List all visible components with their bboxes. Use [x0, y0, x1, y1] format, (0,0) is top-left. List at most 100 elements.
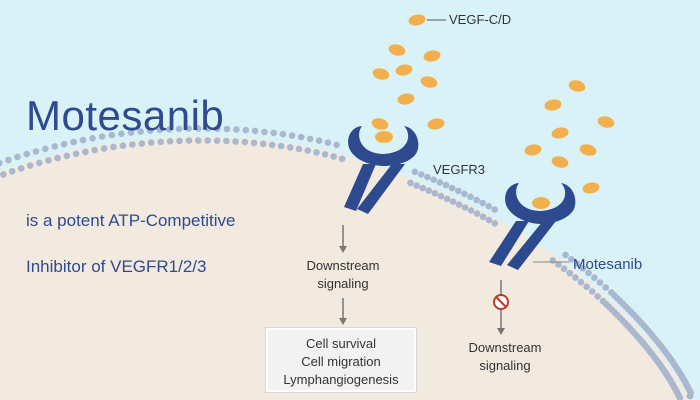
membrane-dot	[425, 187, 433, 194]
membrane-dot	[79, 136, 87, 144]
membrane-dot	[330, 153, 337, 160]
membrane-dot	[70, 138, 77, 146]
membrane-dot	[250, 139, 258, 147]
membrane-dot	[72, 150, 80, 158]
membrane-dot	[175, 125, 183, 133]
membrane-dot	[686, 392, 694, 400]
membrane-dot	[138, 140, 146, 147]
membrane-dot	[467, 193, 474, 201]
inhibition-icon	[493, 294, 509, 310]
membrane-dot	[98, 133, 106, 140]
membrane-dot	[579, 265, 587, 272]
membrane-dot	[195, 137, 202, 144]
ligand-molecule	[397, 93, 415, 105]
ligand-molecule	[371, 118, 389, 130]
membrane-dot	[461, 190, 468, 198]
ligand-molecule	[408, 14, 426, 26]
membrane-dot	[127, 129, 135, 136]
membrane-dot	[588, 288, 596, 295]
membrane-dot	[479, 199, 486, 207]
membrane-dot	[223, 125, 231, 133]
membrane-dot	[185, 137, 193, 144]
membrane-dot	[430, 176, 437, 183]
ligand-molecule	[582, 182, 600, 194]
ligand-molecule	[551, 156, 569, 168]
membrane-dot	[166, 138, 174, 145]
membrane-dot	[431, 190, 439, 197]
downstream-right: Downstream signaling	[450, 339, 560, 375]
membrane-dot	[591, 274, 598, 282]
membrane-dot	[485, 202, 493, 210]
membrane-dot	[485, 216, 493, 224]
membrane-dot	[261, 128, 268, 136]
membrane-dot	[461, 204, 469, 211]
membrane-dot	[36, 159, 43, 167]
membrane-dot	[17, 165, 25, 172]
membrane-dot	[213, 137, 221, 144]
ligand-group	[371, 14, 615, 194]
membrane-dot	[223, 137, 230, 145]
membrane-dot	[424, 173, 431, 181]
ligand-molecule	[395, 64, 413, 76]
membrane-dot	[572, 274, 579, 281]
membrane-dot	[157, 138, 164, 146]
bound-ligand-left	[375, 131, 393, 143]
membrane-dot	[455, 187, 462, 195]
membrane-dot	[577, 278, 585, 286]
outcome-item: Lymphangiogenesis	[283, 372, 399, 387]
membrane-dot	[60, 140, 68, 148]
downstream-right-line-2: signaling	[479, 358, 531, 373]
membrane-dot	[279, 130, 287, 138]
outcome-item: Cell survival	[305, 336, 377, 351]
membrane-dot	[156, 126, 164, 134]
membrane-dot	[306, 135, 314, 143]
membrane-dot	[204, 137, 211, 144]
membrane-dot	[241, 138, 249, 146]
ligand-molecule	[427, 118, 445, 130]
membrane-dot	[321, 151, 329, 158]
membrane-dot	[214, 125, 221, 132]
membrane-dot	[233, 126, 240, 133]
vegfr3-receptor-right	[489, 183, 576, 270]
ligand-molecule	[524, 144, 542, 156]
membrane-dot	[676, 394, 684, 400]
membrane-outer-layer	[0, 125, 694, 400]
membrane-dot	[568, 255, 575, 263]
ligand-molecule	[420, 76, 438, 88]
membrane-dot	[313, 149, 320, 156]
membrane-dot	[23, 150, 31, 158]
downstream-left-line-2: signaling	[317, 276, 369, 291]
membrane-dot	[583, 283, 590, 291]
subtitle-line-1: is a potent ATP-Competitive	[26, 211, 236, 230]
membrane-dot	[110, 143, 117, 151]
membrane-dot	[185, 125, 192, 132]
membrane-dot	[146, 127, 154, 134]
membrane-dot	[166, 126, 173, 133]
membrane-dot	[45, 157, 52, 164]
ligand-label: VEGF-C/D	[449, 12, 512, 27]
membrane-dot	[63, 152, 71, 160]
outcome-box: Cell survival Cell migration Lymphangiog…	[266, 328, 416, 392]
membrane-dot	[51, 143, 58, 150]
membrane-dot	[297, 133, 305, 141]
down-arrow-icon	[339, 298, 347, 325]
membrane-dot	[566, 269, 574, 277]
membrane-dot	[419, 184, 427, 192]
membrane-dot	[491, 206, 499, 213]
membrane-inner-layer	[0, 137, 694, 400]
ligand-molecule	[544, 99, 562, 111]
membrane-dot	[277, 142, 285, 150]
membrane-dot	[176, 137, 183, 145]
membrane-dot	[89, 135, 96, 142]
membrane-dot	[437, 192, 445, 200]
membrane-dot	[602, 284, 609, 291]
membrane-dot	[442, 181, 450, 189]
membrane-dot	[268, 141, 276, 149]
membrane-dot	[204, 125, 212, 132]
subtitle-line-2: Inhibitor of VEGFR1/2/3	[26, 257, 207, 276]
membrane-dot	[295, 145, 303, 153]
membrane-dot	[42, 145, 49, 153]
membrane-dot	[0, 159, 3, 167]
